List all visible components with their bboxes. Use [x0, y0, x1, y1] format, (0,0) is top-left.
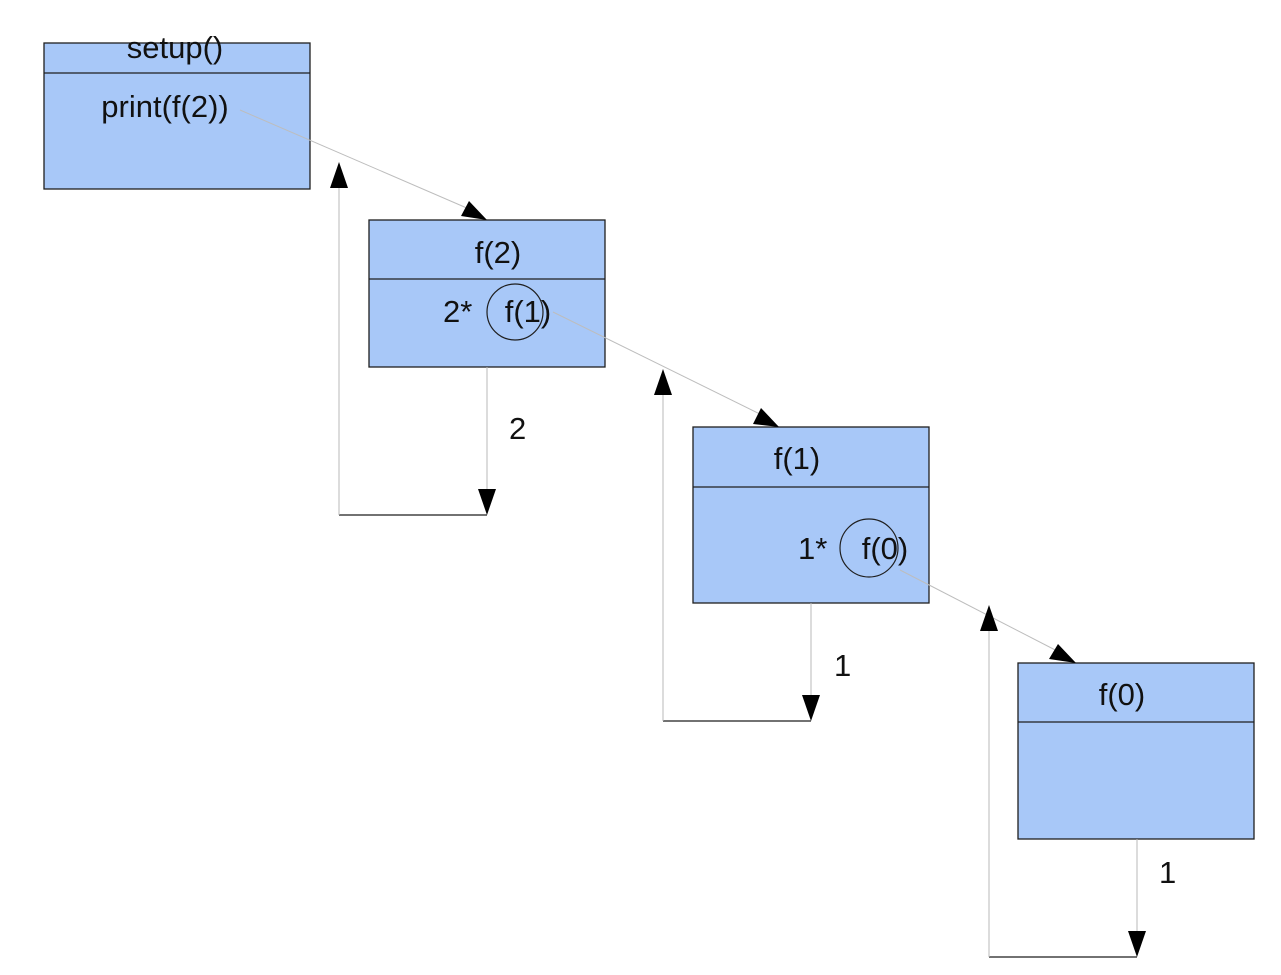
frame-f2-box [368, 219, 606, 368]
frame-f1-call-highlight [839, 518, 899, 578]
arrowhead-icon [802, 695, 820, 721]
call-arrow-f2-to-f1 [552, 311, 779, 427]
call-arrow-setup-to-f2 [239, 109, 487, 220]
return-value-f1: 1 [834, 648, 851, 683]
arrowhead-icon [654, 369, 672, 395]
frame-f2: f(2) 2* f(1) [368, 219, 606, 368]
arrowhead-icon [478, 489, 496, 515]
arrowhead-icon [330, 162, 348, 188]
frame-f2-multiplier: 2* [443, 294, 472, 329]
return-value-f2: 2 [509, 411, 526, 446]
frame-setup-call: print(f(2)) [101, 89, 228, 124]
frame-setup-title: setup() [127, 30, 223, 65]
frame-setup-box [43, 42, 311, 190]
frame-setup: setup() print(f(2)) [43, 30, 311, 190]
frame-f0: f(0) [1017, 662, 1255, 840]
return-path-f1-to-f2 [654, 369, 820, 722]
frame-f2-call-highlight [486, 283, 544, 341]
return-path-f2-to-setup [330, 162, 496, 516]
arrowhead-icon [1049, 644, 1076, 663]
frame-f2-title: f(2) [475, 235, 522, 270]
frame-f2-call: f(1) [505, 294, 552, 329]
frame-f1-title: f(1) [774, 441, 821, 476]
arrowhead-icon [461, 201, 487, 220]
arrowhead-icon [753, 408, 779, 427]
frame-f0-box [1017, 662, 1255, 840]
return-path-f0-to-f1 [980, 605, 1146, 958]
arrowhead-icon [980, 605, 998, 631]
arrowhead-icon [1128, 931, 1146, 957]
frame-f0-title: f(0) [1099, 677, 1146, 712]
frame-f1-box [692, 426, 930, 604]
call-arrow-f1-to-f0 [899, 569, 1076, 663]
return-value-f0: 1 [1159, 855, 1176, 890]
frame-f1-multiplier: 1* [798, 531, 827, 566]
frame-f1: f(1) 1* f(0) [692, 426, 930, 604]
frame-f1-call: f(0) [862, 531, 909, 566]
